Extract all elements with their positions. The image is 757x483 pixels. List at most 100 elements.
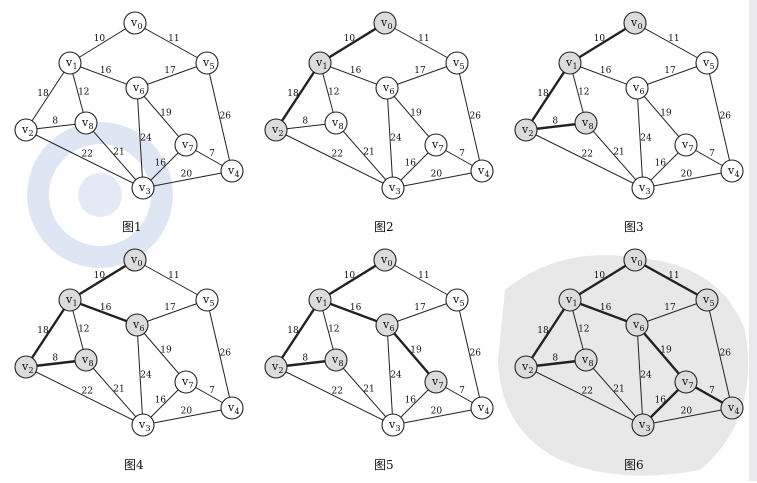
- edge-v8-v3: [585, 359, 644, 426]
- edge-weight-label: 24: [640, 371, 652, 381]
- node-subscript: 3: [146, 424, 151, 433]
- edge-v2-v3: [275, 366, 394, 426]
- node-subscript: 0: [638, 22, 643, 31]
- node-label: v: [681, 138, 689, 151]
- node-v3: [131, 413, 155, 437]
- edge-v5-v4: [206, 299, 233, 409]
- edge-v1-v6: [569, 62, 638, 89]
- node-subscript: 6: [140, 324, 145, 333]
- node-label: v: [138, 418, 146, 431]
- edge-weight-label: 11: [668, 271, 679, 281]
- node-v5: [445, 288, 469, 312]
- caption-fig3: 图3: [624, 220, 644, 234]
- edge-v2-v3: [25, 366, 144, 426]
- edge-weight-label: 20: [681, 407, 693, 417]
- node-label: v: [565, 293, 573, 306]
- node-v5: [445, 51, 469, 75]
- node-v0: [123, 11, 147, 35]
- node-v4: [470, 159, 494, 183]
- node-label: v: [630, 16, 638, 29]
- edge-weight-label: 19: [410, 109, 422, 119]
- edge-weight-label: 24: [140, 134, 152, 144]
- edge-v6-v7: [386, 324, 437, 383]
- edge-v0-v5: [634, 258, 708, 302]
- edge-v6-v5: [136, 62, 208, 89]
- edge-weight-label: 7: [209, 386, 215, 396]
- edge-weight-label: 8: [302, 117, 308, 127]
- edge-weight-label: 17: [664, 66, 676, 76]
- edge-v0-v1: [319, 21, 386, 65]
- node-subscript: 2: [29, 366, 34, 375]
- edge-v6-v3: [136, 324, 144, 426]
- node-v8: [74, 111, 98, 135]
- node-v8: [574, 111, 598, 135]
- node-subscript: 2: [529, 366, 534, 375]
- edge-weight-label: 20: [431, 170, 443, 180]
- node-label: v: [565, 56, 573, 69]
- node-v8: [324, 111, 348, 135]
- edge-weight-label: 24: [390, 371, 402, 381]
- node-subscript: 8: [339, 359, 344, 368]
- node-label: v: [380, 253, 388, 266]
- node-v2: [514, 118, 538, 142]
- node-v0: [373, 248, 397, 272]
- node-label: v: [630, 253, 638, 266]
- edge-weight-label: 18: [287, 89, 299, 99]
- edge-weight-label: 16: [600, 303, 612, 313]
- node-label: v: [138, 181, 146, 194]
- edge-weight-label: 10: [94, 34, 106, 44]
- node-label: v: [132, 318, 140, 331]
- node-label: v: [521, 123, 529, 136]
- node-label: v: [315, 56, 323, 69]
- node-label: v: [65, 293, 73, 306]
- node-v5: [195, 51, 219, 75]
- node-label: v: [65, 56, 73, 69]
- node-v7: [174, 370, 198, 394]
- node-label: v: [227, 401, 235, 414]
- edge-v0-v5: [384, 259, 458, 301]
- edge-weight-label: 7: [209, 149, 215, 159]
- node-label: v: [388, 418, 396, 431]
- node-v1: [308, 51, 332, 75]
- node-label: v: [271, 360, 279, 373]
- scrollbar[interactable]: [749, 0, 757, 481]
- edge-weight-label: 10: [344, 34, 356, 44]
- node-label: v: [632, 81, 640, 94]
- node-subscript: 8: [89, 359, 94, 368]
- node-subscript: 0: [388, 22, 393, 31]
- node-label: v: [315, 293, 323, 306]
- node-subscript: 1: [73, 62, 78, 71]
- node-subscript: 2: [29, 129, 34, 138]
- node-v4: [470, 396, 494, 420]
- edge-v2-v3: [275, 129, 394, 189]
- node-subscript: 4: [485, 170, 490, 179]
- edge-weight-label: 16: [155, 395, 167, 405]
- node-subscript: 4: [485, 407, 490, 416]
- node-subscript: 5: [710, 62, 715, 71]
- edge-v1-v2: [274, 299, 322, 368]
- edge-weight-label: 19: [660, 109, 672, 119]
- node-v0: [623, 248, 647, 272]
- edge-weight-label: 7: [709, 386, 715, 396]
- node-label: v: [181, 138, 189, 151]
- node-subscript: 0: [388, 259, 393, 268]
- edge-v6-v5: [136, 299, 208, 326]
- node-subscript: 5: [710, 299, 715, 308]
- edge-weight-label: 26: [720, 112, 732, 122]
- edge-weight-label: 21: [613, 385, 624, 395]
- edge-weight-label: 18: [37, 326, 49, 336]
- edge-weight-label: 22: [331, 387, 342, 397]
- edge-weight-label: 16: [405, 158, 417, 168]
- node-v6: [625, 76, 649, 100]
- node-subscript: 7: [689, 381, 694, 390]
- edge-weight-label: 12: [78, 325, 89, 335]
- node-subscript: 0: [138, 22, 143, 31]
- edge-v0-v5: [634, 22, 708, 64]
- edge-v1-v2: [524, 62, 572, 131]
- node-v3: [381, 176, 405, 200]
- node-subscript: 4: [735, 170, 740, 179]
- node-label: v: [727, 401, 735, 414]
- node-subscript: 6: [390, 87, 395, 96]
